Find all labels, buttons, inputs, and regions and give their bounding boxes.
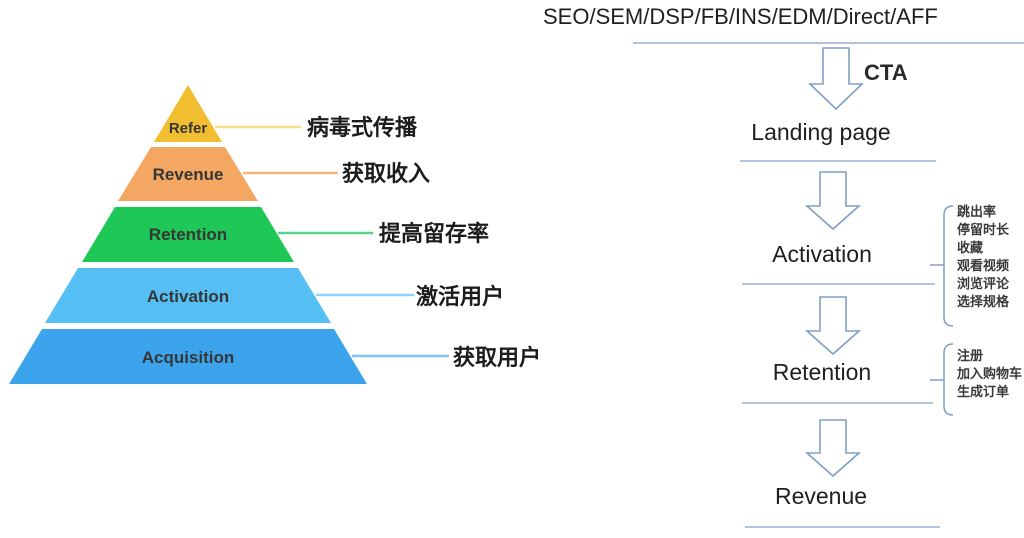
metric-item: 加入购物车 xyxy=(956,366,1022,381)
metric-item: 生成订单 xyxy=(957,384,1009,399)
metrics-bracket-activation xyxy=(943,205,954,327)
stage-label-activation: Activation xyxy=(772,241,872,267)
pyramid-tier-retention xyxy=(82,207,294,262)
down-arrow-icon-1 xyxy=(804,171,862,231)
pyramid-tier-revenue xyxy=(118,147,258,201)
pyramid: Refer Revenue Retention Activation Acqui… xyxy=(9,85,367,384)
metric-item: 收藏 xyxy=(957,240,983,255)
annotation-revenue: 获取收入 xyxy=(342,161,430,186)
metric-item: 跳出率 xyxy=(957,204,996,219)
metric-item: 停留时长 xyxy=(957,222,1010,237)
tier-label-refer: Refer xyxy=(169,120,208,137)
tier-label-revenue: Revenue xyxy=(153,165,224,184)
flow-channels-title: SEO/SEM/DSP/FB/INS/EDM/Direct/AFF xyxy=(543,4,938,29)
annotation-retention: 提高留存率 xyxy=(379,221,489,246)
pyramid-tier-refer xyxy=(154,85,222,142)
metric-item: 选择规格 xyxy=(957,294,1010,309)
metrics-bracket-retention xyxy=(943,343,954,416)
tier-label-activation: Activation xyxy=(147,287,229,306)
pyramid-annotations: 病毒式传播 获取收入 提高留存率 激活用户 获取用户 xyxy=(215,115,541,370)
tier-label-acquisition: Acquisition xyxy=(142,348,235,367)
metric-item: 观看视频 xyxy=(957,258,1009,273)
cta-label: CTA xyxy=(864,60,908,85)
metric-item: 浏览评论 xyxy=(957,276,1010,291)
down-arrow-icon-cta xyxy=(808,47,864,111)
pyramid-tier-acquisition xyxy=(9,329,367,384)
down-arrow-icon-3 xyxy=(804,419,862,478)
annotation-refer: 病毒式传播 xyxy=(307,115,418,140)
stage-label-revenue: Revenue xyxy=(775,483,867,509)
down-arrow-icon-2 xyxy=(804,296,862,356)
annotation-activation: 激活用户 xyxy=(416,284,504,309)
pyramid-tier-activation xyxy=(45,268,331,323)
tier-label-retention: Retention xyxy=(149,225,227,244)
flow-column: SEO/SEM/DSP/FB/INS/EDM/Direct/AFF CTA La… xyxy=(543,4,1024,528)
stage-label-retention: Retention xyxy=(773,359,871,385)
metric-item: 注册 xyxy=(957,348,983,363)
annotation-acquisition: 获取用户 xyxy=(453,345,541,370)
stage-label-landing-page: Landing page xyxy=(751,119,890,145)
